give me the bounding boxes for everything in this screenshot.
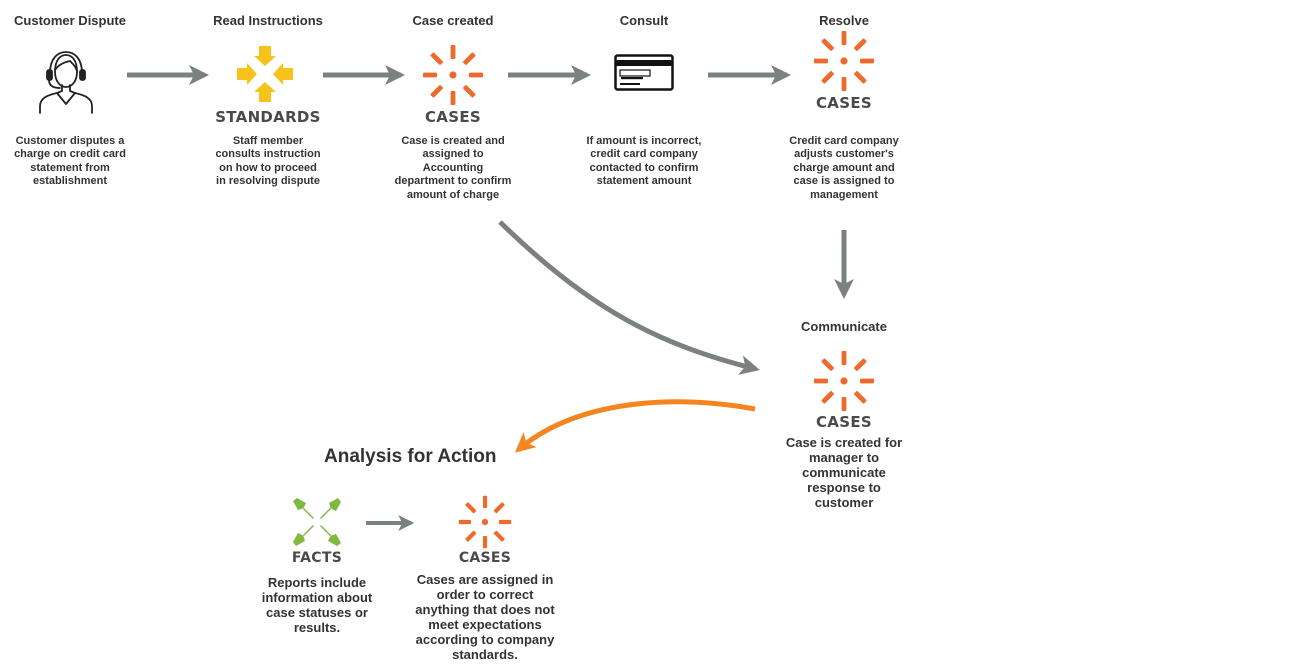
stage-description-dispute: Customer disputes a charge on credit car… bbox=[14, 135, 126, 188]
stage-title-consult: Consult bbox=[619, 13, 669, 28]
stage-description-consult: If amount is incorrect, credit card comp… bbox=[586, 135, 702, 188]
credit-card-icon bbox=[614, 54, 674, 91]
stage-description-case-created: Case is created and assigned to Accounti… bbox=[394, 135, 512, 201]
cases-icon bbox=[814, 351, 874, 411]
stage-description-resolve: Credit card company adjusts customer's c… bbox=[789, 135, 899, 201]
stage-description-communicate: Case is created for manager to communica… bbox=[785, 435, 903, 510]
cases-icon-label: CASES bbox=[816, 94, 872, 112]
cases-icon-label: CASES bbox=[425, 108, 481, 126]
stage-title-case-created: Case created bbox=[412, 13, 494, 28]
cases-icon bbox=[814, 31, 874, 91]
arrow-case-to-communicate bbox=[498, 220, 760, 375]
analysis-description-cases: Cases are assigned in order to correct a… bbox=[415, 572, 555, 662]
stage-title-resolve: Resolve bbox=[819, 13, 869, 28]
analysis-title: Analysis for Action bbox=[324, 446, 497, 467]
stage-title-instructions: Read Instructions bbox=[213, 13, 323, 28]
cases-icon-label: CASES bbox=[458, 550, 512, 566]
cases-icon bbox=[423, 45, 483, 105]
standards-icon bbox=[237, 46, 293, 102]
cases-icon bbox=[458, 495, 512, 549]
stage-title-dispute: Customer Dispute bbox=[14, 13, 126, 28]
facts-icon-label: FACTS bbox=[291, 550, 343, 566]
standards-icon-label: STANDARDS bbox=[215, 108, 321, 126]
analysis-description-facts: Reports include information about case s… bbox=[261, 575, 373, 635]
stage-description-instructions: Staff member consults instruction on how… bbox=[215, 135, 321, 188]
cases-icon-label: CASES bbox=[816, 413, 872, 431]
headset-agent-icon bbox=[39, 51, 93, 114]
facts-icon bbox=[293, 498, 341, 546]
stage-title-communicate: Communicate bbox=[801, 319, 887, 334]
arrow-communicate-to-analysis bbox=[514, 399, 756, 453]
